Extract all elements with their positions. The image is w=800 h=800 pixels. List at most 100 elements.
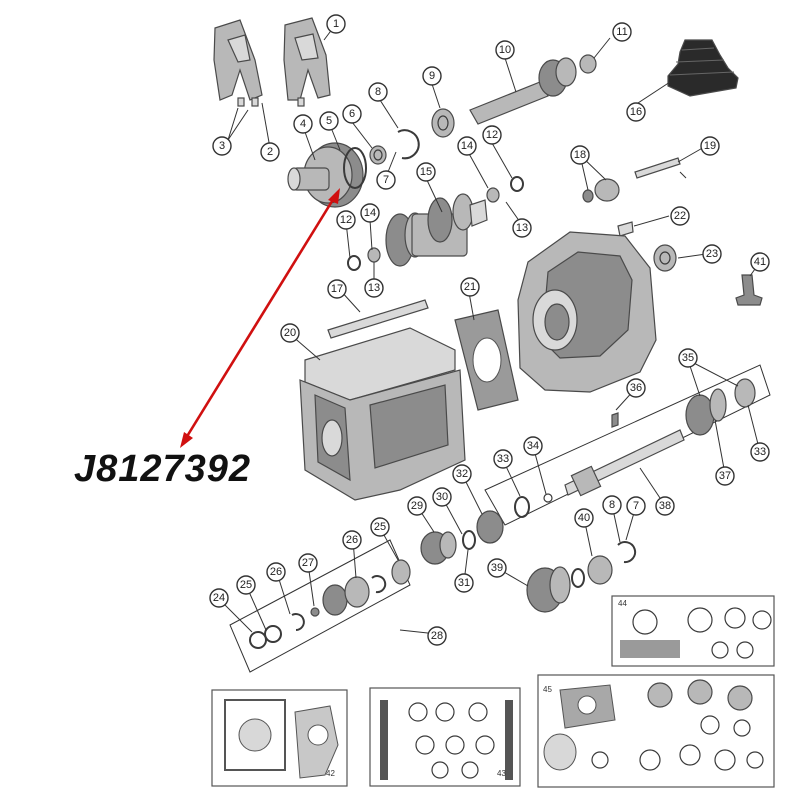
callout-11: 11 bbox=[612, 22, 632, 42]
svg-text:7: 7 bbox=[383, 174, 389, 186]
svg-text:25: 25 bbox=[240, 579, 252, 591]
kit-43-label: 43 bbox=[497, 769, 506, 778]
callout-28: 28 bbox=[427, 626, 447, 646]
svg-text:12: 12 bbox=[486, 129, 498, 141]
callout-26: 26 bbox=[266, 562, 286, 582]
kit-44 bbox=[611, 595, 775, 667]
callout-6: 6 bbox=[342, 104, 362, 124]
callout-39: 39 bbox=[487, 558, 507, 578]
kit-45 bbox=[537, 674, 775, 788]
callout-4: 4 bbox=[293, 114, 313, 134]
shift-forks bbox=[213, 17, 331, 107]
thrust-washer-12b bbox=[347, 255, 361, 271]
svg-text:25: 25 bbox=[374, 521, 386, 533]
countershaft-gear-cluster bbox=[385, 193, 488, 267]
callout-38: 38 bbox=[655, 496, 675, 516]
callout-12b: 12 bbox=[336, 210, 356, 230]
callout-14: 14 bbox=[457, 136, 477, 156]
svg-text:29: 29 bbox=[411, 500, 423, 512]
gasket-21 bbox=[454, 309, 519, 411]
callout-12: 12 bbox=[482, 125, 502, 145]
kit-43 bbox=[369, 687, 521, 787]
svg-text:5: 5 bbox=[326, 115, 332, 127]
bearing-9 bbox=[431, 108, 455, 138]
callout-24: 24 bbox=[209, 588, 229, 608]
svg-text:35: 35 bbox=[682, 352, 694, 364]
callout-27: 27 bbox=[298, 553, 318, 573]
svg-text:13: 13 bbox=[368, 282, 380, 294]
kit-42 bbox=[211, 689, 348, 787]
svg-text:27: 27 bbox=[302, 557, 314, 569]
svg-text:7: 7 bbox=[633, 500, 639, 512]
svg-text:21: 21 bbox=[464, 281, 476, 293]
svg-text:40: 40 bbox=[578, 512, 590, 524]
callout-25b: 25 bbox=[370, 517, 390, 537]
mainshaft-assembly-box bbox=[484, 364, 771, 526]
callout-13b: 13 bbox=[364, 278, 384, 298]
callout-13: 13 bbox=[512, 218, 532, 238]
needle-bearing-b bbox=[367, 247, 381, 263]
callout-7b: 7 bbox=[626, 496, 646, 516]
callout-16: 16 bbox=[626, 102, 646, 122]
svg-text:33: 33 bbox=[754, 446, 766, 458]
svg-text:26: 26 bbox=[346, 534, 358, 546]
kit-42-label: 42 bbox=[326, 769, 335, 778]
pin-36 bbox=[611, 412, 619, 428]
highlight-arrow bbox=[180, 188, 340, 448]
callout-41: 41 bbox=[750, 252, 770, 272]
kit-45-label: 45 bbox=[543, 685, 552, 694]
leader-lines bbox=[219, 23, 761, 635]
callout-21: 21 bbox=[460, 277, 480, 297]
main-case bbox=[299, 327, 466, 501]
svg-text:13: 13 bbox=[516, 222, 528, 234]
callout-23: 23 bbox=[702, 244, 722, 264]
svg-text:34: 34 bbox=[527, 440, 539, 452]
bearing-6 bbox=[369, 145, 387, 165]
svg-text:9: 9 bbox=[429, 70, 435, 82]
seal bbox=[343, 147, 367, 189]
callout-5: 5 bbox=[319, 111, 339, 131]
svg-text:20: 20 bbox=[284, 327, 296, 339]
svg-text:24: 24 bbox=[213, 592, 225, 604]
callout-29: 29 bbox=[407, 496, 427, 516]
callout-37: 37 bbox=[715, 466, 735, 486]
svg-text:6: 6 bbox=[349, 108, 355, 120]
svg-text:23: 23 bbox=[706, 248, 718, 260]
mainshaft bbox=[514, 378, 756, 518]
callout-8b: 8 bbox=[602, 495, 622, 515]
callout-20: 20 bbox=[280, 323, 300, 343]
callout-40: 40 bbox=[574, 508, 594, 528]
svg-text:39: 39 bbox=[491, 562, 503, 574]
snap-ring-7 bbox=[397, 129, 420, 160]
second-gear-cluster bbox=[420, 510, 504, 565]
svg-text:16: 16 bbox=[630, 106, 642, 118]
svg-text:38: 38 bbox=[659, 500, 671, 512]
callout-31: 31 bbox=[454, 573, 474, 593]
svg-text:8: 8 bbox=[375, 86, 381, 98]
svg-text:2: 2 bbox=[267, 146, 273, 158]
clip-22 bbox=[617, 221, 634, 237]
svg-text:14: 14 bbox=[364, 207, 376, 219]
svg-text:15: 15 bbox=[420, 166, 432, 178]
svg-text:17: 17 bbox=[331, 283, 343, 295]
svg-text:31: 31 bbox=[458, 577, 470, 589]
third-gear-assembly bbox=[249, 559, 411, 649]
thrust-washer-12 bbox=[510, 176, 524, 192]
callout-34: 34 bbox=[523, 436, 543, 456]
bearing-11 bbox=[579, 54, 597, 74]
svg-text:30: 30 bbox=[436, 491, 448, 503]
callout-32: 32 bbox=[452, 464, 472, 484]
callout-35: 35 bbox=[678, 348, 698, 368]
callout-14b: 14 bbox=[360, 203, 380, 223]
front-bearing-retainer bbox=[287, 142, 364, 208]
svg-text:10: 10 bbox=[499, 44, 511, 56]
bearing-23-bore bbox=[659, 251, 671, 265]
callout-1: 1 bbox=[326, 14, 346, 34]
svg-text:4: 4 bbox=[300, 118, 306, 130]
svg-text:36: 36 bbox=[630, 382, 642, 394]
svg-text:22: 22 bbox=[674, 210, 686, 222]
callout-7: 7 bbox=[376, 170, 396, 190]
gear-assembly-box bbox=[229, 539, 411, 673]
